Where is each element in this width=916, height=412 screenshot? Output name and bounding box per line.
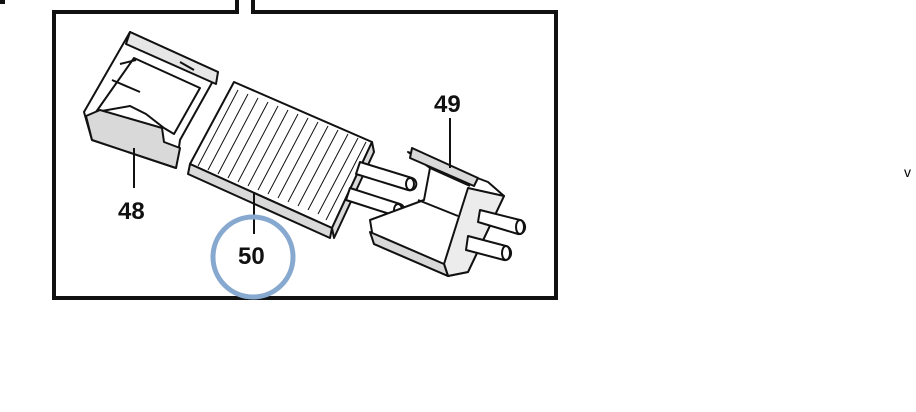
- edge-mark: [0, 0, 5, 4]
- part-50-filter: [187, 81, 418, 239]
- part-label-48: 48: [118, 198, 145, 225]
- side-text: v: [904, 164, 911, 180]
- part-48-end-cap: [83, 31, 219, 169]
- part-49-end-cap: [369, 147, 527, 277]
- leader-lines: [133, 118, 451, 234]
- diagram-frame: [52, 0, 558, 300]
- highlight-ring: [210, 214, 296, 300]
- part-label-49: 49: [434, 91, 461, 118]
- part-label-50: 50: [238, 243, 265, 270]
